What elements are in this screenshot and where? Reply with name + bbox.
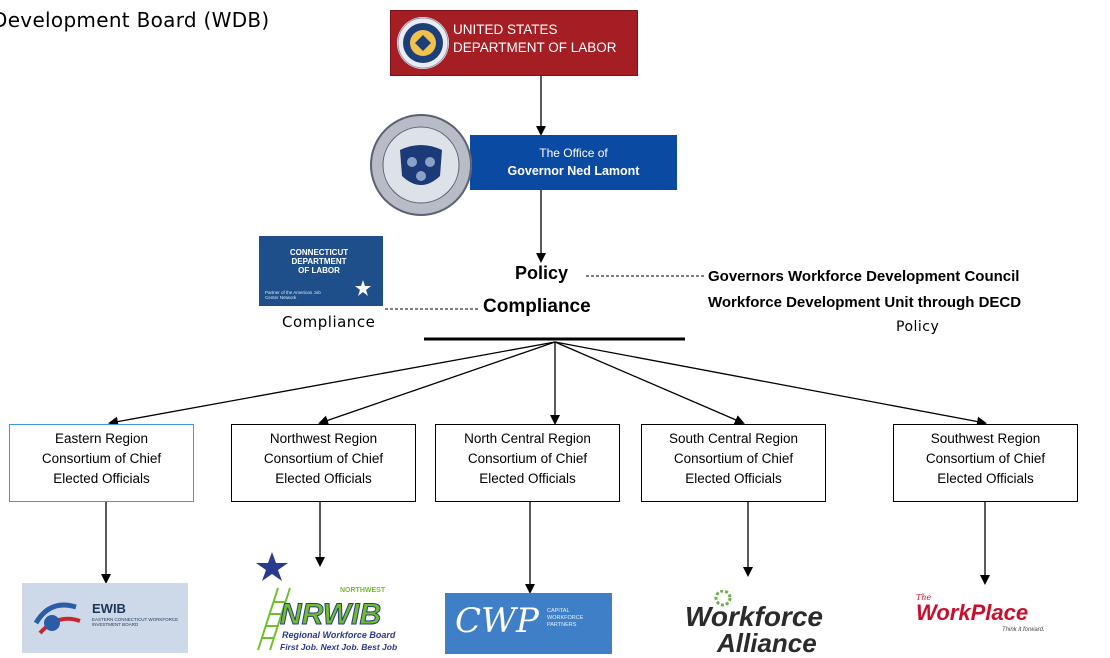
- region-name: North Central Region: [464, 431, 591, 446]
- ctdol-sub: Partner of the American Job Center Netwo…: [265, 290, 321, 300]
- region-box-northwest: Northwest Region Consortium of Chief Ele…: [231, 424, 416, 502]
- arrow-to-southwest: [554, 341, 987, 427]
- dol-line1: UNITED STATES: [453, 22, 558, 37]
- council-label: Governors Workforce Development Council: [708, 268, 1020, 285]
- ewib-sub: EASTERN CONNECTICUT WORKFORCE INVESTMENT…: [92, 617, 179, 627]
- region-line3: Elected Officials: [53, 471, 150, 486]
- region-name: Southwest Region: [930, 431, 1041, 446]
- svg-text:WorkPlace: WorkPlace: [916, 600, 1028, 625]
- region-line3: Elected Officials: [685, 471, 782, 486]
- arrow-to-northwest: [318, 341, 556, 426]
- cwp-sub: CAPITAL WORKFORCE PARTNERS: [547, 608, 584, 628]
- region-line2: Consortium of Chief: [263, 451, 384, 466]
- region-name: Eastern Region: [54, 431, 149, 446]
- svg-text:The: The: [916, 593, 931, 602]
- decd-unit-label: Workforce Development Unit through DECD: [708, 294, 1022, 311]
- region-line3: Elected Officials: [275, 471, 372, 486]
- dol-seal-icon: [397, 17, 449, 69]
- region-box-south-central: South Central Region Consortium of Chief…: [641, 424, 826, 502]
- svg-text:Think it forward.: Think it forward.: [1002, 627, 1045, 633]
- governor-line2: Governor Ned Lamont: [507, 164, 640, 178]
- svg-text:Workforce: Workforce: [685, 601, 823, 632]
- connecticut-governor-seal-icon: [370, 114, 472, 216]
- region-box-eastern: Eastern Region Consortium of Chief Elect…: [9, 424, 194, 502]
- region-line3: Elected Officials: [937, 471, 1034, 486]
- ctdol-line3: OF LABOR: [298, 266, 340, 275]
- compliance-center-label: Compliance: [483, 296, 591, 317]
- us-dol-banner: UNITED STATES DEPARTMENT OF LABOR: [390, 10, 638, 76]
- page-title: Development Board (WDB): [0, 8, 270, 32]
- region-line2: Consortium of Chief: [925, 451, 1046, 466]
- cwp-mark: CWP: [455, 601, 539, 641]
- svg-text:Regional Workforce Board: Regional Workforce Board: [282, 630, 396, 640]
- nrwib-logo: NORTHWEST NRWIB Regional Workforce Board…: [238, 550, 398, 654]
- svg-text:NORTHWEST: NORTHWEST: [340, 587, 386, 594]
- the-workplace-logo: The WorkPlace Think it forward.: [910, 590, 1070, 650]
- compliance-left-label: Compliance: [282, 313, 376, 331]
- arrow-to-south-central: [554, 341, 745, 425]
- ct-dol-logo: CONNECTICUT DEPARTMENT OF LABOR Partner …: [259, 236, 383, 306]
- svg-text:First Job. Next Job. Best Job: First Job. Next Job. Best Job: [280, 642, 397, 652]
- cwp-logo: CWP CAPITAL WORKFORCE PARTNERS: [445, 593, 612, 654]
- region-box-southwest: Southwest Region Consortium of Chief Ele…: [893, 424, 1078, 502]
- ctdol-line2: DEPARTMENT: [291, 257, 347, 266]
- ctdol-line1: CONNECTICUT: [289, 248, 349, 257]
- region-line2: Consortium of Chief: [673, 451, 794, 466]
- dol-line2: DEPARTMENT OF LABOR: [453, 40, 617, 55]
- svg-text:Alliance: Alliance: [716, 628, 817, 654]
- region-line2: Consortium of Chief: [41, 451, 162, 466]
- governor-line1: The Office of: [539, 146, 608, 160]
- star-icon: [355, 280, 371, 296]
- region-name: South Central Region: [668, 431, 799, 446]
- region-line2: Consortium of Chief: [467, 451, 588, 466]
- ewib-swirl-icon: [33, 602, 81, 635]
- ewib-name: EWIB: [92, 601, 126, 616]
- arrow-to-eastern: [108, 341, 556, 427]
- region-box-north-central: North Central Region Consortium of Chief…: [435, 424, 620, 502]
- region-line3: Elected Officials: [479, 471, 576, 486]
- governor-box: The Office of Governor Ned Lamont: [470, 135, 677, 190]
- svg-text:NRWIB: NRWIB: [280, 598, 381, 631]
- policy-right-label: Policy: [896, 319, 940, 335]
- policy-center-label: Policy: [515, 263, 569, 283]
- workforce-alliance-logo: Workforce Alliance: [683, 589, 838, 658]
- region-name: Northwest Region: [269, 431, 378, 446]
- ewib-logo: EWIB EASTERN CONNECTICUT WORKFORCE INVES…: [22, 583, 188, 653]
